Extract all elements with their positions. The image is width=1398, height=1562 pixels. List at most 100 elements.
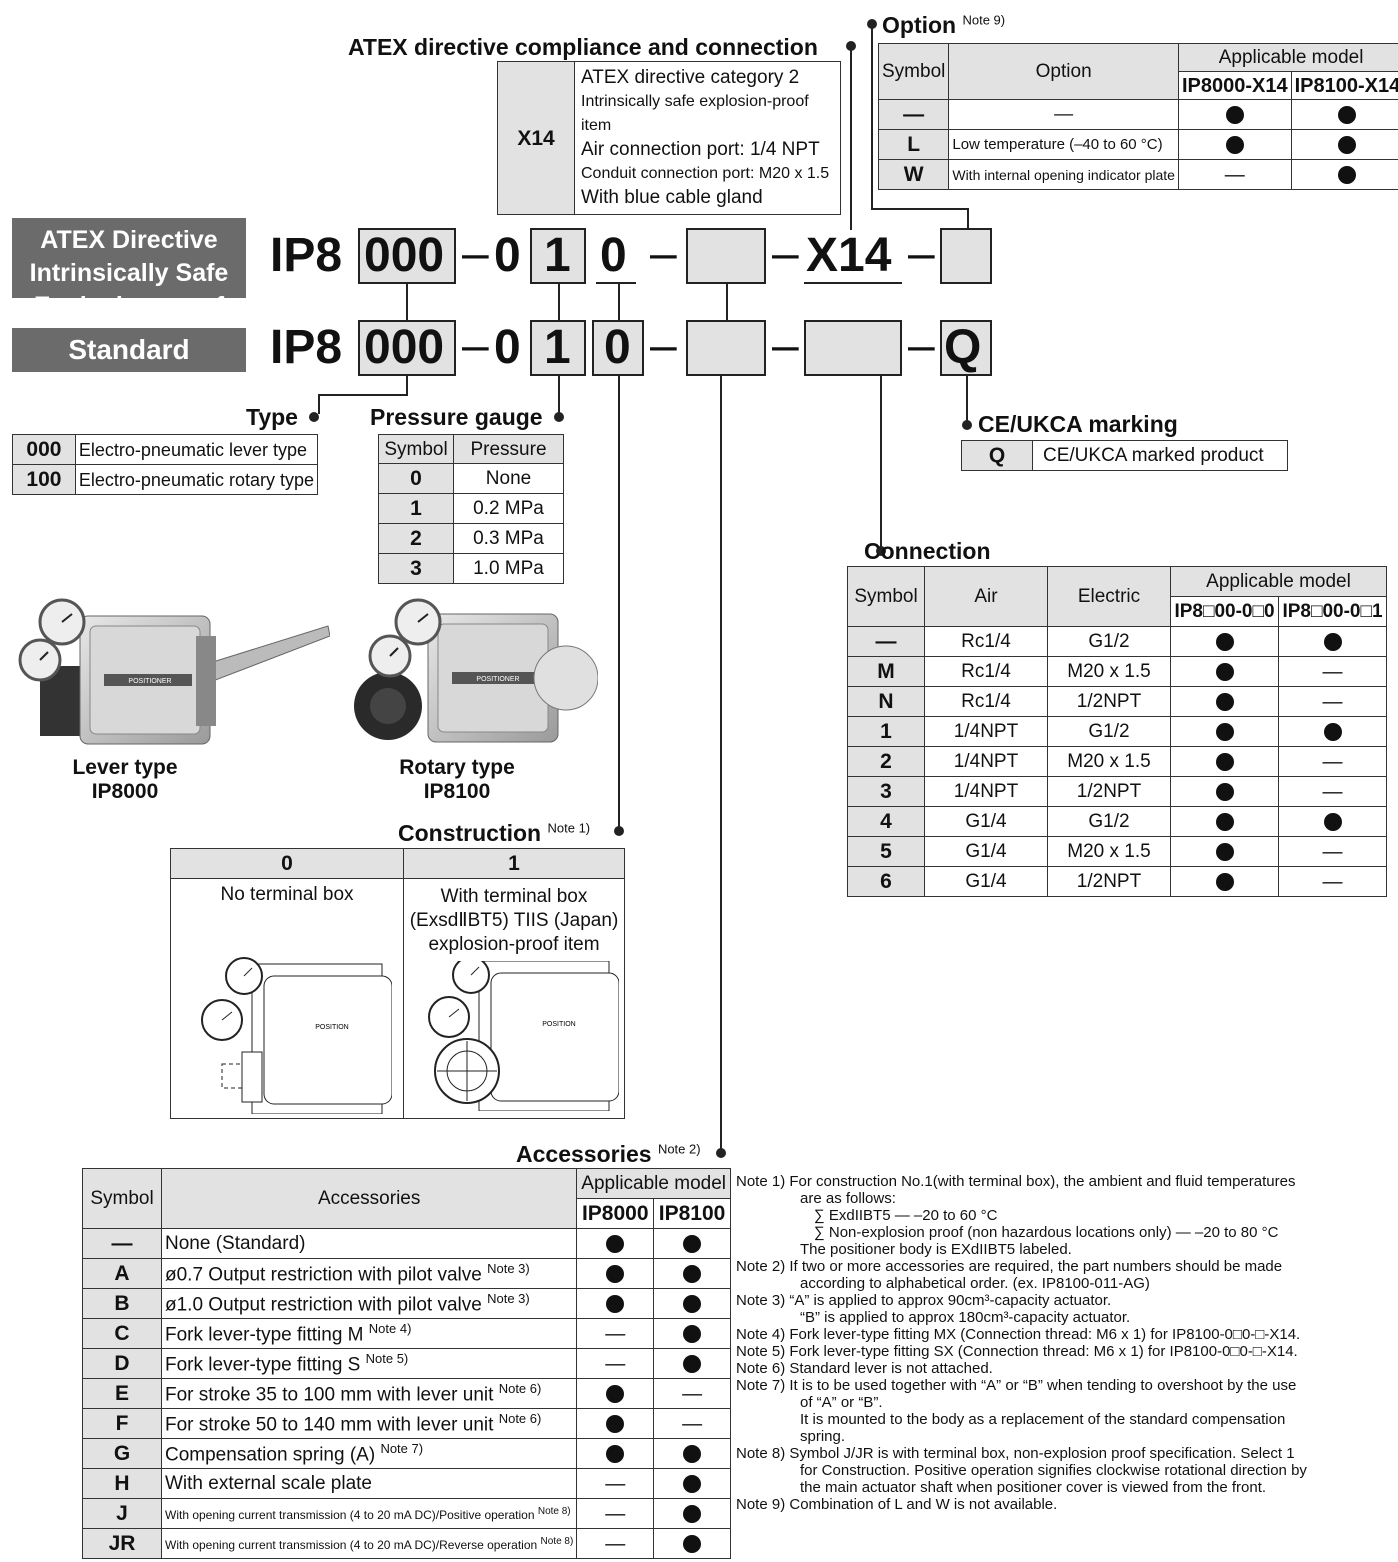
note-text: according to alphabetical order. (ex. IP…: [800, 1275, 1150, 1292]
connection-electric: G1/2: [1047, 716, 1171, 747]
atex-banner: ATEX Directive Intrinsically Safe Explos…: [12, 218, 246, 320]
accessories-heading: Accessories Note 2): [516, 1141, 701, 1167]
connection-air: 1/4NPT: [924, 746, 1048, 777]
not-applicable-dash: —: [1278, 836, 1387, 867]
atex-desc: ATEX directive category 2 Intrinsically …: [574, 61, 841, 215]
atex-pn-dash1: –: [462, 227, 489, 280]
gauge-symbol: 1: [378, 493, 454, 524]
option-symbol: —: [877, 99, 950, 130]
connection-electric: 1/2NPT: [1047, 686, 1171, 717]
rotary-positioner-icon: POSITIONER: [354, 598, 599, 743]
not-applicable-dash: —: [576, 1498, 655, 1529]
applicable-dot: [1170, 866, 1279, 897]
option-m1: —: [1177, 159, 1292, 190]
construction-note-ref: Note 1): [547, 820, 591, 836]
accessory-desc: Fork lever-type fitting S Note 5): [160, 1348, 578, 1379]
ce-table: Q CE/UKCA marked product: [961, 440, 1288, 471]
dot-icon: [606, 1234, 625, 1253]
accessory-note-ref: Note 7): [380, 1441, 424, 1457]
not-applicable-dash: —: [576, 1528, 655, 1559]
accessories-bullet: [716, 1148, 726, 1158]
note-label: Note 5): [736, 1343, 786, 1360]
construction-col-1: 1: [403, 848, 625, 879]
dot-icon: [683, 1234, 702, 1253]
conn-col-m2: IP8□00-0□1: [1278, 596, 1387, 627]
accessory-symbol: D: [82, 1348, 162, 1379]
connection-air: G1/4: [924, 866, 1048, 897]
note-first-line: Note 8) Symbol J/JR is with terminal box…: [736, 1445, 1307, 1462]
accessory-symbol: H: [82, 1468, 162, 1499]
std-pn-ce-box: [940, 320, 992, 376]
option-row-none: — —: [877, 99, 1398, 130]
applicable-dot: [653, 1258, 731, 1289]
option-col-option: Option: [948, 43, 1179, 100]
dot-icon: [1215, 872, 1234, 891]
accessory-desc: Compensation spring (A) Note 7): [160, 1438, 578, 1469]
atex-pn-dash3: –: [772, 227, 799, 280]
construction-col-0: 0: [170, 848, 404, 879]
accessory-symbol: F: [82, 1408, 162, 1439]
option-leader-v2: [967, 208, 969, 228]
connection-air: Rc1/4: [924, 626, 1048, 657]
connection-symbol: —: [847, 626, 925, 657]
connection-symbol: 4: [847, 806, 925, 837]
option-desc: Low temperature (–40 to 60 °C): [948, 129, 1179, 160]
applicable-dot: [576, 1228, 655, 1259]
accessory-note-ref: Note 3): [487, 1261, 530, 1277]
std-pn-dash3: –: [772, 319, 799, 372]
not-applicable-dash: —: [653, 1408, 731, 1439]
rotary-name: Rotary type: [399, 756, 515, 779]
note-first-line: Note 4) Fork lever-type fitting MX (Conn…: [736, 1326, 1307, 1343]
connection-electric: 1/2NPT: [1047, 866, 1171, 897]
accessory-note-ref: Note 6): [498, 1381, 542, 1397]
connection-link: [726, 284, 728, 320]
atex-pn-x14: X14: [806, 229, 892, 282]
not-applicable-dash: —: [1278, 686, 1387, 717]
lever-positioner-icon: POSITIONER: [18, 598, 331, 745]
accessory-desc-text: Compensation spring (A): [165, 1444, 376, 1466]
dot-icon: [683, 1444, 702, 1463]
option-table: Symbol Option Applicable model IP8000-X1…: [877, 43, 1398, 190]
type-leader-v2: [318, 394, 320, 414]
not-applicable-dash: —: [576, 1468, 655, 1499]
conn-col-electric: Electric: [1047, 566, 1171, 627]
note-line: for Construction. Positive operation sig…: [736, 1462, 1307, 1479]
type-row: 000 Electro-pneumatic lever type: [12, 434, 319, 465]
lever-type-label: Lever type IP8000: [70, 756, 180, 804]
note-text: If two or more accessories are required,…: [789, 1258, 1283, 1275]
accessory-desc: For stroke 50 to 140 mm with lever unit …: [160, 1408, 578, 1439]
connection-symbol: N: [847, 686, 925, 717]
connection-electric: 1/2NPT: [1047, 776, 1171, 807]
atex-pn-dash2: –: [650, 227, 677, 280]
note-label: Note 3): [736, 1292, 786, 1309]
option-desc: —: [948, 99, 1179, 130]
type-row: 100 Electro-pneumatic rotary type: [12, 464, 319, 495]
note-label: Note 9): [736, 1496, 786, 1513]
option-row-l: L Low temperature (–40 to 60 °C): [877, 129, 1398, 160]
dot-icon: [606, 1294, 625, 1313]
option-leader-v: [871, 24, 873, 210]
note-text: of “A” or “B”.: [800, 1394, 883, 1411]
std-pn-construction: 0: [604, 321, 631, 374]
dot-icon: [683, 1534, 702, 1553]
accessory-desc-text: ø0.7 Output restriction with pilot valve: [165, 1264, 482, 1286]
applicable-dot: [576, 1378, 655, 1409]
accessory-note-ref: Note 6): [498, 1411, 542, 1427]
applicable-dot: [1170, 656, 1279, 687]
accessory-desc-text: For stroke 35 to 100 mm with lever unit: [165, 1384, 494, 1406]
note-line: according to alphabetical order. (ex. IP…: [736, 1275, 1307, 1292]
not-applicable-dash: —: [1278, 776, 1387, 807]
accessory-desc: None (Standard): [160, 1228, 578, 1259]
note-text: The positioner body is EXdIIBT5 labeled.: [800, 1241, 1072, 1258]
applicable-dot: [576, 1288, 655, 1319]
applicable-dot: [653, 1438, 731, 1469]
type-table: 000 Electro-pneumatic lever type 100 Ele…: [12, 434, 319, 495]
gauge-pressure: None: [453, 463, 564, 494]
note-text: spring.: [800, 1428, 846, 1445]
